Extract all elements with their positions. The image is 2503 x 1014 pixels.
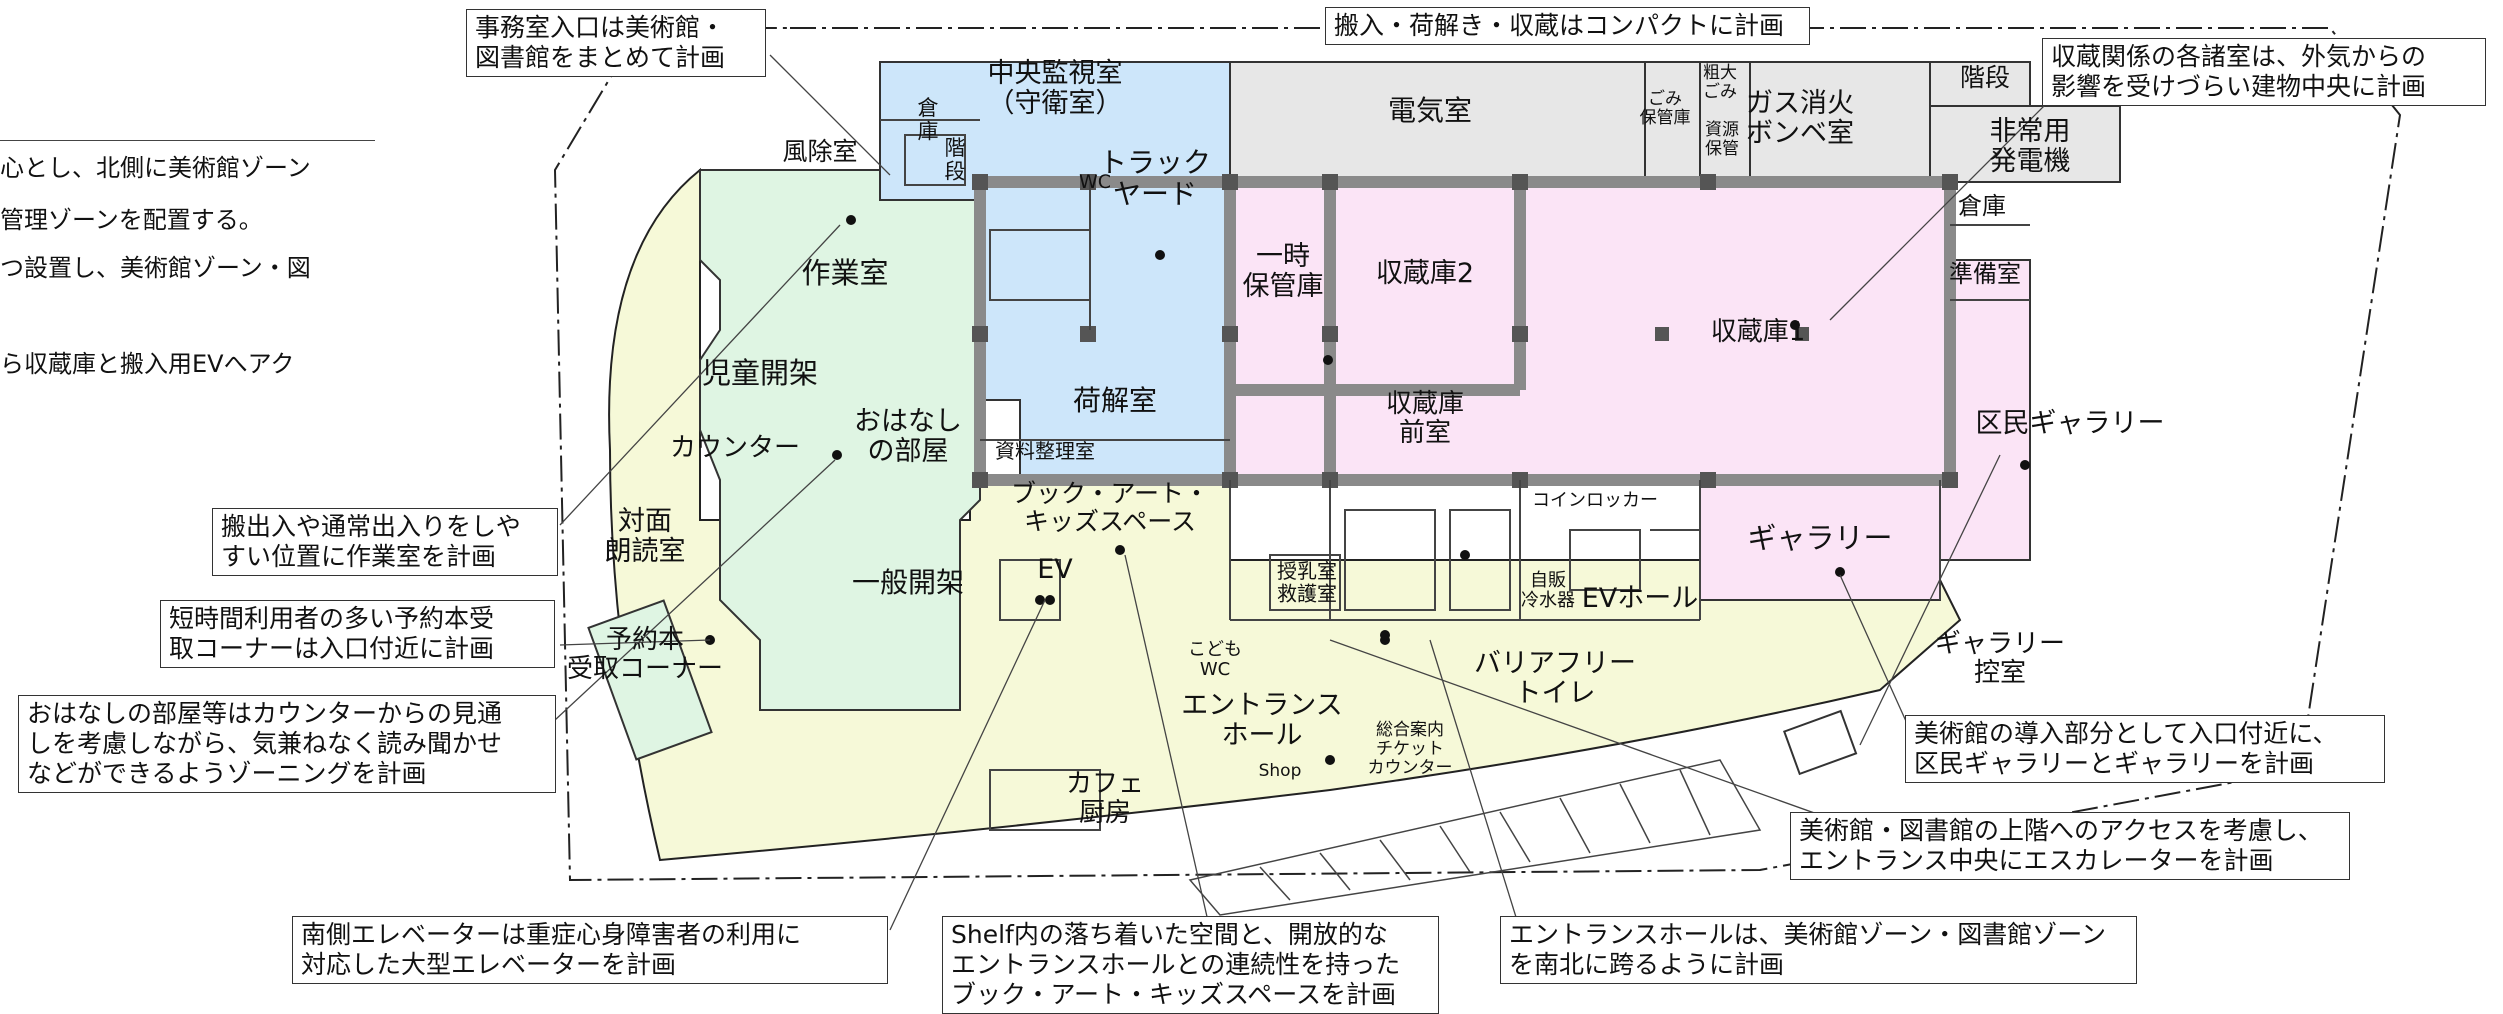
room-label-central-monitor: 中央監視室（守衛室） bbox=[988, 58, 1123, 119]
room-label-book-art-kids: ブック・アート・キッズスペース bbox=[1011, 479, 1209, 536]
callout-gallery-entry: 美術館の導入部分として入口付近に、 区民ギャラリーとギャラリーを計画 bbox=[1905, 715, 2385, 783]
left-text-3: つ設置し、美術館ゾーン・図 bbox=[0, 254, 311, 282]
room-label-shop: Shop bbox=[1259, 761, 1302, 781]
callout-south-elevator: 南側エレベーターは重症心身障害者の利用に 対応した大型エレベーターを計画 bbox=[292, 916, 888, 984]
room-label-children-stacks: 児童開架 bbox=[702, 356, 818, 390]
gallery-entry-box bbox=[1783, 709, 1858, 776]
callout-storytelling: おはなしの部屋等はカウンターからの見通 しを考慮しながら、気兼ねなく読み聞かせ … bbox=[18, 695, 556, 793]
room-label-archive1: 収蔵庫1 bbox=[1711, 317, 1806, 347]
callout-work-room: 搬出入や通常出入りをしや すい位置に作業室を計画 bbox=[212, 508, 558, 576]
room-label-electric: 電気室 bbox=[1388, 94, 1472, 127]
callout-shelf: Shelf内の落ち着いた空間と、開放的な エントランスホールとの連続性を持った … bbox=[942, 916, 1439, 1014]
escalator bbox=[1188, 759, 1762, 916]
room-label-archive-anteroom: 収蔵庫前室 bbox=[1386, 389, 1464, 448]
room-label-stairs: 階段 bbox=[1960, 63, 2010, 92]
room-label-generator: 非常用発電機 bbox=[1990, 116, 2071, 177]
room-label-vending: 自販冷水器 bbox=[1521, 570, 1575, 611]
room-label-gas-fire: ガス消火ボンベ室 bbox=[1746, 88, 1854, 149]
room-label-ev-hall: EVホール bbox=[1582, 583, 1699, 614]
room-label-coin-locker: コインロッカー bbox=[1532, 490, 1658, 511]
room-label-resource-storage: 資源保管 bbox=[1705, 120, 1739, 159]
room-label-bulky-garbage: 粗大ごみ bbox=[1703, 63, 1737, 102]
callout-reservation: 短時間利用者の多い予約本受 取コーナーは入口付近に計画 bbox=[160, 600, 555, 668]
room-label-unloading: 荷解室 bbox=[1073, 384, 1157, 417]
room-label-material-room: 資料整理室 bbox=[995, 439, 1095, 463]
callout-office-entrance: 事務室入口は美術館・ 図書館をまとめて計画 bbox=[466, 9, 766, 77]
generator-box bbox=[1929, 105, 2121, 183]
room-label-ward-gallery: 区民ギャラリー bbox=[1976, 408, 2165, 439]
interior-walls bbox=[880, 119, 2030, 831]
room-label-gallery: ギャラリー bbox=[1747, 521, 1892, 555]
room-label-storytelling: おはなしの部屋 bbox=[854, 406, 962, 467]
callout-escalator: 美術館・図書館の上階へのアクセスを考慮し、 エントランス中央にエスカレーターを計… bbox=[1790, 812, 2350, 880]
reservation-box bbox=[587, 599, 713, 761]
room-label-windbreak: 風除室 bbox=[782, 137, 857, 166]
stairs-box bbox=[1929, 61, 2031, 107]
room-label-general-stacks: 一般開架 bbox=[852, 566, 964, 599]
room-label-wc: WC bbox=[1079, 171, 1111, 193]
callout-archive-center: 収蔵関係の各諸室は、外気からの 影響を受けづらい建物中央に計画 bbox=[2042, 38, 2486, 106]
room-label-barrier-free: バリアフリートイレ bbox=[1474, 648, 1636, 709]
room-label-temp-storage: 一時保管庫 bbox=[1243, 241, 1324, 302]
left-rule bbox=[0, 140, 375, 141]
callout-compact: 搬入・荷解き・収蔵はコンパクトに計画 bbox=[1325, 7, 1810, 45]
room-label-work-room: 作業室 bbox=[801, 256, 888, 290]
room-label-nursing: 授乳室救護室 bbox=[1277, 559, 1337, 605]
room-label-stairs-small: 階段 bbox=[945, 136, 966, 184]
room-label-archive2: 収蔵庫2 bbox=[1376, 258, 1474, 289]
callout-leaders bbox=[554, 54, 2061, 931]
left-text-2: 管理ゾーンを配置する。 bbox=[0, 206, 263, 234]
room-label-gallery-waiting: ギャラリー控室 bbox=[1935, 629, 2065, 688]
room-label-prep-room: 準備室 bbox=[1949, 260, 2021, 288]
room-label-info-counter: 総合案内チケットカウンター bbox=[1368, 720, 1453, 778]
room-label-reservation: 予約本受取コーナー bbox=[567, 625, 723, 684]
room-label-garbage: ごみ保管庫 bbox=[1640, 89, 1691, 128]
left-text-1: 心とし、北側に美術館ゾーン bbox=[0, 154, 311, 182]
room-label-counter: カウンター bbox=[670, 433, 800, 463]
room-label-truck-yard: トラックヤード bbox=[1099, 146, 1211, 210]
left-text-4: ら収蔵庫と搬入用EVへアク bbox=[0, 350, 295, 378]
room-label-reading-room: 対面朗読室 bbox=[605, 506, 686, 567]
room-markers bbox=[705, 215, 2030, 765]
room-label-cafe-kitchen: カフェ厨房 bbox=[1066, 769, 1144, 828]
room-label-storage-small: 倉庫 bbox=[918, 96, 939, 144]
room-label-storage: 倉庫 bbox=[1958, 192, 2006, 220]
room-label-ev: EV bbox=[1037, 554, 1073, 585]
room-label-entrance-hall: エントランスホール bbox=[1181, 690, 1342, 751]
callout-entrance-hall: エントランスホールは、美術館ゾーン・図書館ゾーン を南北に跨るように計画 bbox=[1500, 916, 2137, 984]
